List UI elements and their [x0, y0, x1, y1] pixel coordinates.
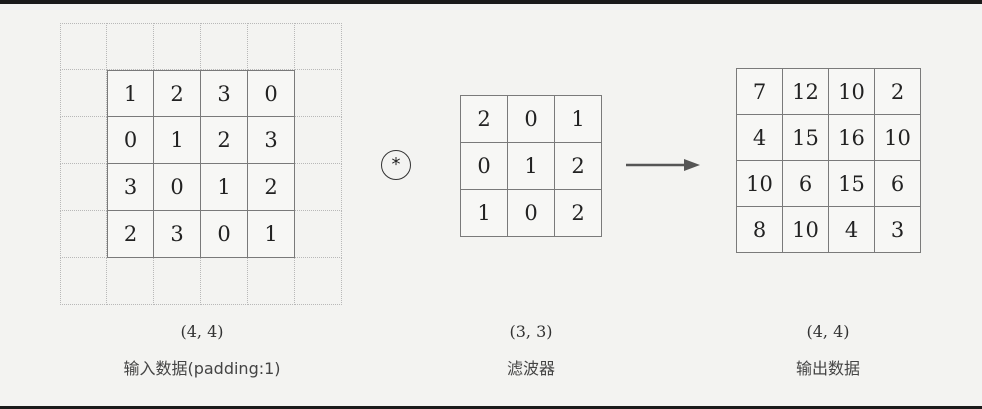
filter-cell: 0	[508, 96, 555, 143]
output-cell: 4	[737, 115, 783, 161]
padding-cell	[60, 117, 107, 164]
output-cell: 4	[829, 207, 875, 253]
filter-cell: 2	[555, 143, 602, 190]
input-cell: 0	[201, 211, 248, 258]
output-cell: 6	[875, 161, 921, 207]
output-cell: 15	[829, 161, 875, 207]
input-cell: 2	[107, 211, 154, 258]
padding-cell	[60, 211, 107, 258]
filter-name-label: 滤波器	[506, 359, 556, 378]
padding-cell	[201, 258, 248, 305]
output-cell: 10	[875, 115, 921, 161]
input-cell: 0	[154, 164, 201, 211]
padding-cell	[295, 211, 342, 258]
padding-cell	[295, 70, 342, 117]
output-cell: 16	[829, 115, 875, 161]
input-cell: 2	[201, 117, 248, 164]
padding-cell	[107, 258, 154, 305]
input-shape-label: (4, 4)	[180, 322, 224, 341]
padding-cell	[107, 23, 154, 70]
filter-cell: 1	[461, 190, 508, 237]
input-cell: 1	[201, 164, 248, 211]
output-name-label: 输出数据	[795, 359, 861, 378]
input-cell: 0	[248, 70, 295, 117]
output-cell: 7	[737, 69, 783, 115]
output-cell: 15	[783, 115, 829, 161]
padding-cell	[60, 258, 107, 305]
padding-cell	[154, 258, 201, 305]
input-cell: 3	[107, 164, 154, 211]
input-cell: 3	[154, 211, 201, 258]
output-cell: 6	[783, 161, 829, 207]
input-cell: 2	[154, 70, 201, 117]
top-border	[0, 0, 982, 4]
padding-cell	[248, 258, 295, 305]
padding-cell	[60, 70, 107, 117]
padding-cell	[295, 23, 342, 70]
output-cell: 10	[783, 207, 829, 253]
padding-cell	[60, 164, 107, 211]
input-cell: 1	[248, 211, 295, 258]
filter-cell: 0	[508, 190, 555, 237]
filter-cell: 2	[461, 96, 508, 143]
input-cell: 2	[248, 164, 295, 211]
padding-cell	[60, 23, 107, 70]
bottom-border	[0, 406, 982, 409]
input-cell: 3	[248, 117, 295, 164]
filter-cell: 0	[461, 143, 508, 190]
convolution-operator-icon: *	[381, 150, 411, 180]
output-cell: 2	[875, 69, 921, 115]
operator-symbol: *	[391, 154, 401, 175]
right-arrow-icon	[626, 159, 700, 171]
filter-cell: 1	[508, 143, 555, 190]
output-cell: 10	[737, 161, 783, 207]
padding-cell	[295, 258, 342, 305]
input-name-label: 输入数据(padding:1)	[123, 359, 281, 378]
output-cell: 8	[737, 207, 783, 253]
input-cell: 3	[201, 70, 248, 117]
filter-cell: 2	[555, 190, 602, 237]
output-cell: 10	[829, 69, 875, 115]
output-cell: 3	[875, 207, 921, 253]
padding-cell	[248, 23, 295, 70]
output-shape-label: (4, 4)	[806, 322, 850, 341]
input-cell: 1	[154, 117, 201, 164]
padding-cell	[154, 23, 201, 70]
output-cell: 12	[783, 69, 829, 115]
filter-cell: 1	[555, 96, 602, 143]
filter-shape-label: (3, 3)	[509, 322, 553, 341]
input-cell: 1	[107, 70, 154, 117]
input-cell: 0	[107, 117, 154, 164]
padding-cell	[295, 117, 342, 164]
padding-cell	[201, 23, 248, 70]
padding-cell	[295, 164, 342, 211]
